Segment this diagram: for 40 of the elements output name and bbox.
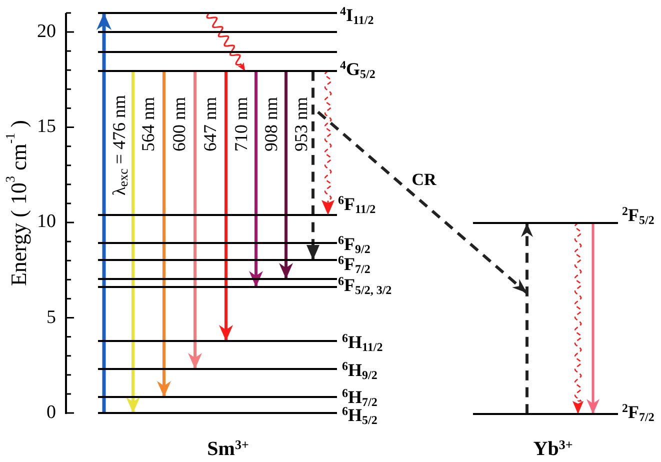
dashed-arrow bbox=[521, 223, 533, 414]
term-symbol: $^{6}$F$_{7/2}$ bbox=[338, 254, 370, 274]
arrow bbox=[219, 71, 233, 341]
tick-label: 0 bbox=[46, 402, 56, 424]
arrow-label: CR bbox=[412, 171, 436, 189]
term-symbol: $^{6}$H$_{5/2}$ bbox=[342, 405, 378, 425]
edge-label: 564 nm bbox=[139, 97, 157, 152]
edge-label: 710 nm bbox=[232, 97, 250, 152]
tick-label: 15 bbox=[37, 116, 56, 138]
term-symbol: $^{6}$F$_{11/2}$ bbox=[338, 194, 376, 214]
arrow bbox=[279, 71, 293, 279]
arrow bbox=[586, 223, 600, 414]
term-symbol: $^{6}$H$_{11/2}$ bbox=[342, 332, 383, 352]
tick-label: 5 bbox=[46, 307, 56, 329]
term-symbol: $^{6}$H$_{9/2}$ bbox=[342, 360, 378, 380]
arrow bbox=[188, 71, 202, 369]
energy-level-line bbox=[98, 31, 337, 33]
wavy-arrow bbox=[322, 70, 334, 215]
term-symbol: $^{6}$F$_{5/2, 3/2}$ bbox=[338, 275, 392, 295]
ion-label: Sm$^{3+}$ bbox=[207, 438, 249, 460]
ion-label: Yb$^{3+}$ bbox=[533, 438, 573, 460]
term-symbol: $^{6}$H$_{7/2}$ bbox=[342, 387, 378, 407]
edge-label: 647 nm bbox=[201, 97, 219, 152]
tick-label: 20 bbox=[37, 21, 56, 43]
arrow bbox=[96, 13, 112, 413]
edge-label: 908 nm bbox=[262, 97, 280, 152]
tick-label: 10 bbox=[37, 211, 56, 233]
term-symbol: $^{6}$F$_{9/2}$ bbox=[338, 234, 370, 254]
term-symbol: $^{4}$G$_{5/2}$ bbox=[340, 59, 376, 79]
arrow bbox=[157, 71, 171, 397]
wavy-arrow bbox=[572, 222, 584, 414]
edge-label: 953 nm bbox=[292, 97, 310, 152]
term-symbol: $^{2}$F$_{7/2}$ bbox=[622, 402, 654, 422]
arrow bbox=[126, 71, 140, 413]
term-symbol: $^{4}$I$_{11/2}$ bbox=[340, 5, 374, 25]
wavy-arrow bbox=[206, 12, 246, 72]
energy-level-line bbox=[98, 51, 337, 53]
dashed-arrow bbox=[306, 71, 320, 260]
term-symbol: $^{2}$F$_{5/2}$ bbox=[622, 205, 654, 225]
edge-label: 600 nm bbox=[170, 97, 188, 152]
